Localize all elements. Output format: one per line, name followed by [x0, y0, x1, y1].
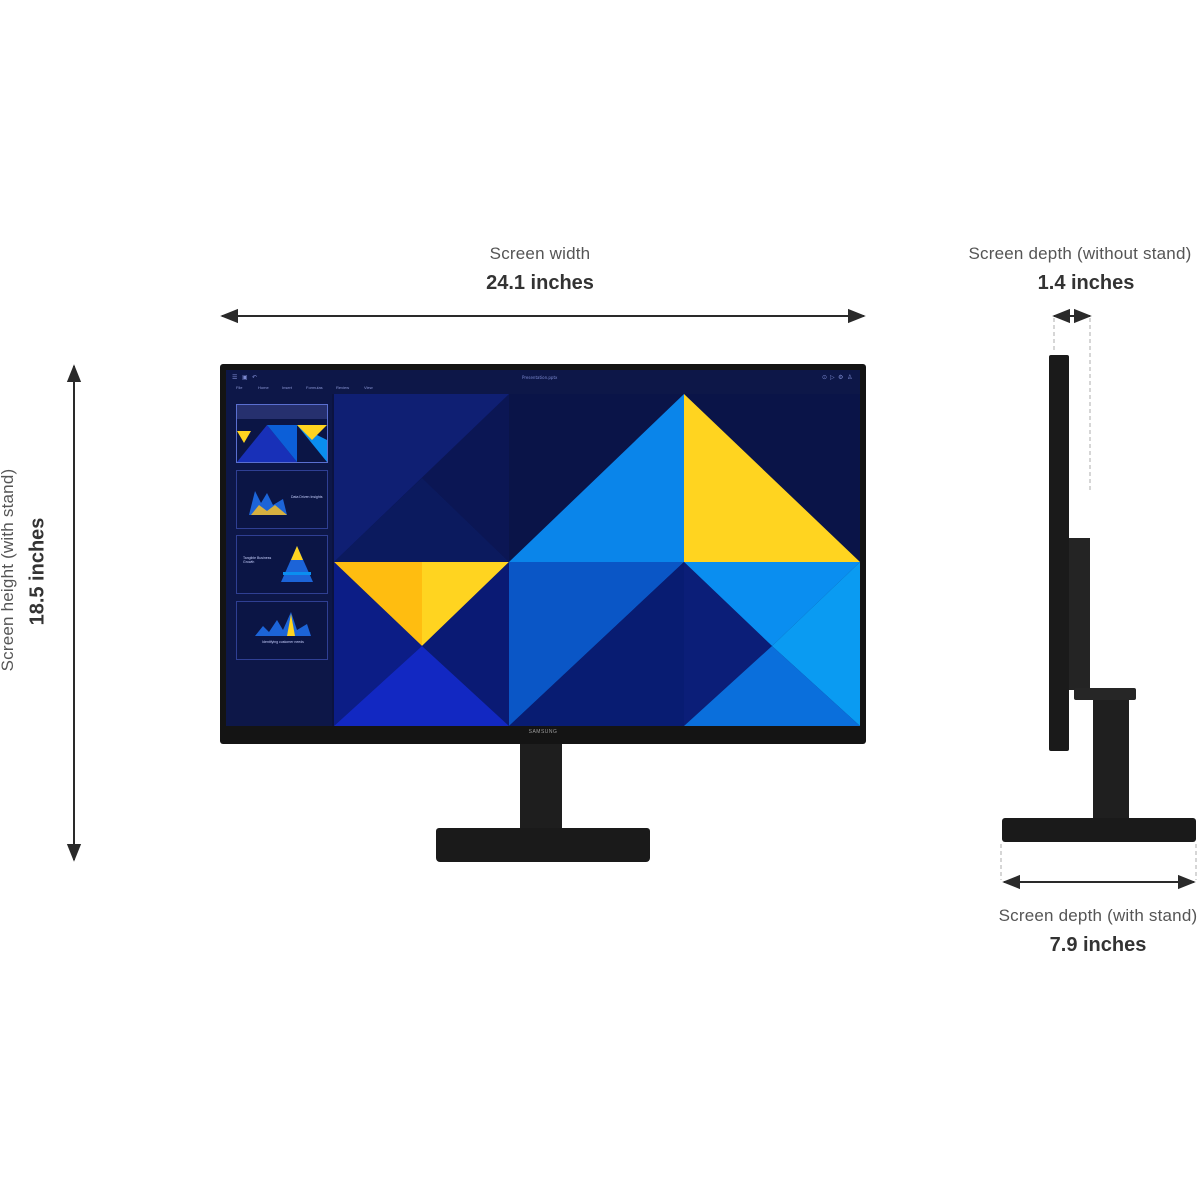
- depth-without-stand-label: Screen depth (without stand): [968, 244, 1192, 263]
- height-label: Screen height (with stand): [0, 468, 17, 672]
- app-toolbar: ☰ ▣ ↶ Presentation.pptx ⊙ ▷ ⚙ ♙ File Hom…: [226, 370, 860, 394]
- depth-without-stand-value: 1.4 inches: [1037, 272, 1135, 294]
- monitor-front-view: ☰ ▣ ↶ Presentation.pptx ⊙ ▷ ⚙ ♙ File Hom…: [220, 364, 866, 744]
- side-view-stand-base: [1002, 818, 1196, 842]
- play-icon: ▷: [830, 374, 835, 381]
- menu-icon: ☰: [232, 374, 238, 381]
- brand-logo: SAMSUNG: [528, 729, 558, 735]
- side-view-stand-bracket: [1074, 688, 1136, 700]
- thumbnail-graphic: [255, 612, 311, 636]
- menu-view[interactable]: View: [364, 385, 373, 390]
- monitor-screen: ☰ ▣ ↶ Presentation.pptx ⊙ ▷ ⚙ ♙ File Hom…: [226, 370, 860, 726]
- share-icon: ⊙: [822, 374, 828, 381]
- thumbnail-text: Data Driven Insights: [291, 495, 323, 499]
- slide-thumbnail-2[interactable]: Data Driven Insights: [236, 470, 328, 529]
- thumbnail-text: Identifying customer needs: [262, 640, 304, 644]
- slide-thumbnail-3[interactable]: Tangible Business Growth: [236, 535, 328, 594]
- main-slide-geometric-art: [334, 394, 860, 726]
- stand-base: [436, 828, 650, 862]
- menu-insert[interactable]: Insert: [282, 385, 293, 390]
- menu-formulas[interactable]: Formulas: [306, 385, 323, 390]
- width-label: Screen width: [489, 244, 591, 263]
- slide-thumbnail-1[interactable]: [236, 404, 328, 463]
- depth-with-stand-label: Screen depth (with stand): [998, 906, 1198, 925]
- slide-thumbnails: Data Driven Insights Tangible Business G…: [226, 394, 332, 726]
- thumbnail-graphic: [249, 491, 287, 515]
- user-icon: ♙: [847, 374, 853, 381]
- depth-with-stand-value: 7.9 inches: [1049, 934, 1147, 956]
- height-value: 18.5 inches: [26, 517, 49, 626]
- width-value: 24.1 inches: [486, 272, 594, 294]
- side-view-panel: [1049, 355, 1069, 751]
- side-view-stand-column: [1093, 690, 1129, 820]
- settings-icon: ⚙: [838, 374, 844, 381]
- menu-home[interactable]: Home: [258, 385, 269, 390]
- undo-icon: ↶: [252, 374, 258, 381]
- thumbnail-graphic: [237, 405, 327, 462]
- thumbnail-graphic: [281, 546, 313, 582]
- menu-file[interactable]: File: [236, 385, 243, 390]
- menu-review[interactable]: Review: [336, 385, 350, 390]
- stand-neck: [520, 744, 562, 830]
- thumbnail-text: Tangible Business Growth: [243, 556, 272, 564]
- app-title: Presentation.pptx: [522, 375, 558, 380]
- save-icon: ▣: [242, 374, 248, 381]
- slide-thumbnail-4[interactable]: Identifying customer needs: [236, 601, 328, 660]
